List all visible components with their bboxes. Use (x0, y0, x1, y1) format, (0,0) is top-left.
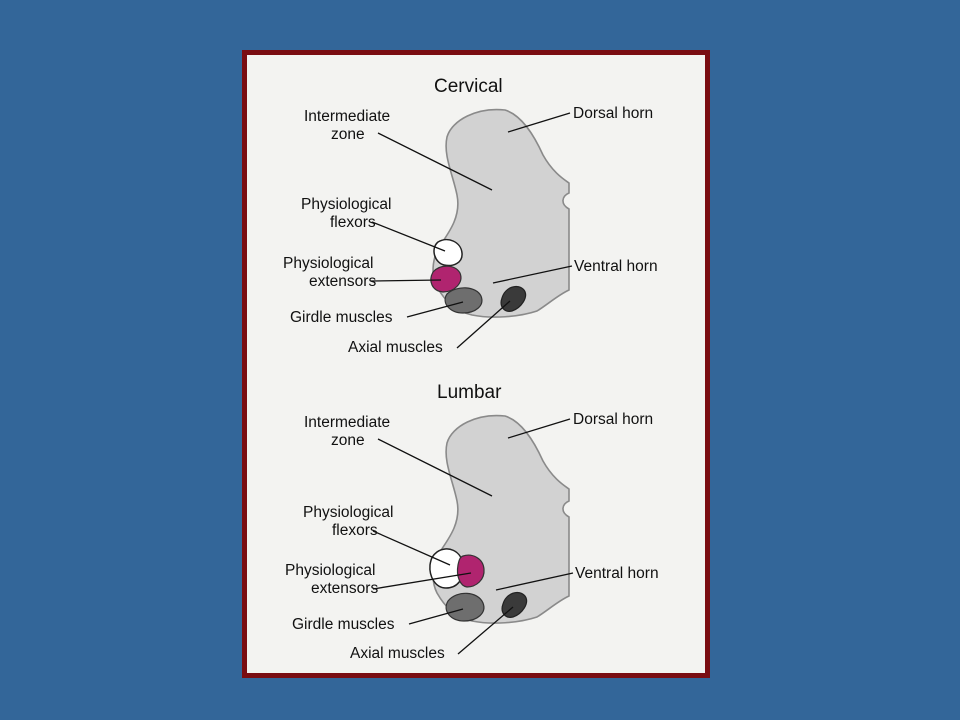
label-intermediate-zone-2: zone (331, 432, 365, 449)
label-physiological-extensors-2: extensors (309, 273, 376, 290)
label-physiological-flexors: Physiological (301, 196, 391, 213)
leader-line (507, 112, 571, 133)
leader-line (456, 300, 511, 349)
label-physiological-extensors: Physiological (283, 255, 373, 272)
leader-line (406, 301, 464, 318)
label-axial-muscles: Axial muscles (348, 339, 443, 356)
axial-muscles-region (500, 285, 527, 312)
label-intermediate-zone: Intermediate (304, 414, 390, 431)
girdle-muscles-region (444, 287, 483, 314)
leader-line (371, 221, 446, 252)
leader-line (495, 572, 574, 591)
label-axial-muscles: Axial muscles (350, 645, 445, 662)
leader-line (372, 572, 472, 590)
spinal-cord-motor-columns-diagram: Cervical Intermediate zone Dorsal horn P… (283, 76, 659, 662)
label-ventral-horn: Ventral horn (575, 565, 659, 582)
label-ventral-horn: Ventral horn (574, 258, 658, 275)
lumbar-panel: Lumbar Intermediate zone Dorsal horn Phy… (285, 382, 659, 662)
leader-line (507, 418, 571, 439)
leader-line (377, 438, 493, 497)
label-physiological-extensors: Physiological (285, 562, 375, 579)
label-girdle-muscles: Girdle muscles (292, 616, 395, 633)
label-dorsal-horn: Dorsal horn (573, 411, 653, 428)
label-intermediate-zone: Intermediate (304, 108, 390, 125)
leader-line (370, 279, 442, 282)
leader-line (377, 132, 493, 191)
extensors-region (430, 265, 462, 293)
label-girdle-muscles: Girdle muscles (290, 309, 393, 326)
panel-title: Cervical (434, 76, 503, 97)
label-physiological-flexors-2: flexors (332, 522, 378, 539)
leader-line (372, 530, 451, 566)
leader-line (408, 608, 464, 625)
girdle-muscles-region (445, 592, 485, 622)
extensors-region (456, 554, 485, 588)
leader-line (457, 606, 514, 655)
cervical-panel: Cervical Intermediate zone Dorsal horn P… (283, 76, 658, 356)
label-physiological-flexors-2: flexors (330, 214, 376, 231)
flexors-region (433, 238, 463, 267)
leader-line (492, 265, 573, 284)
label-intermediate-zone-2: zone (331, 126, 365, 143)
gray-matter-horn (432, 414, 570, 624)
gray-matter-horn (432, 108, 570, 318)
label-physiological-extensors-2: extensors (311, 580, 378, 597)
panel-title: Lumbar (437, 382, 502, 403)
label-dorsal-horn: Dorsal horn (573, 105, 653, 122)
label-physiological-flexors: Physiological (303, 504, 393, 521)
figure-frame: Cervical Intermediate zone Dorsal horn P… (242, 50, 710, 678)
